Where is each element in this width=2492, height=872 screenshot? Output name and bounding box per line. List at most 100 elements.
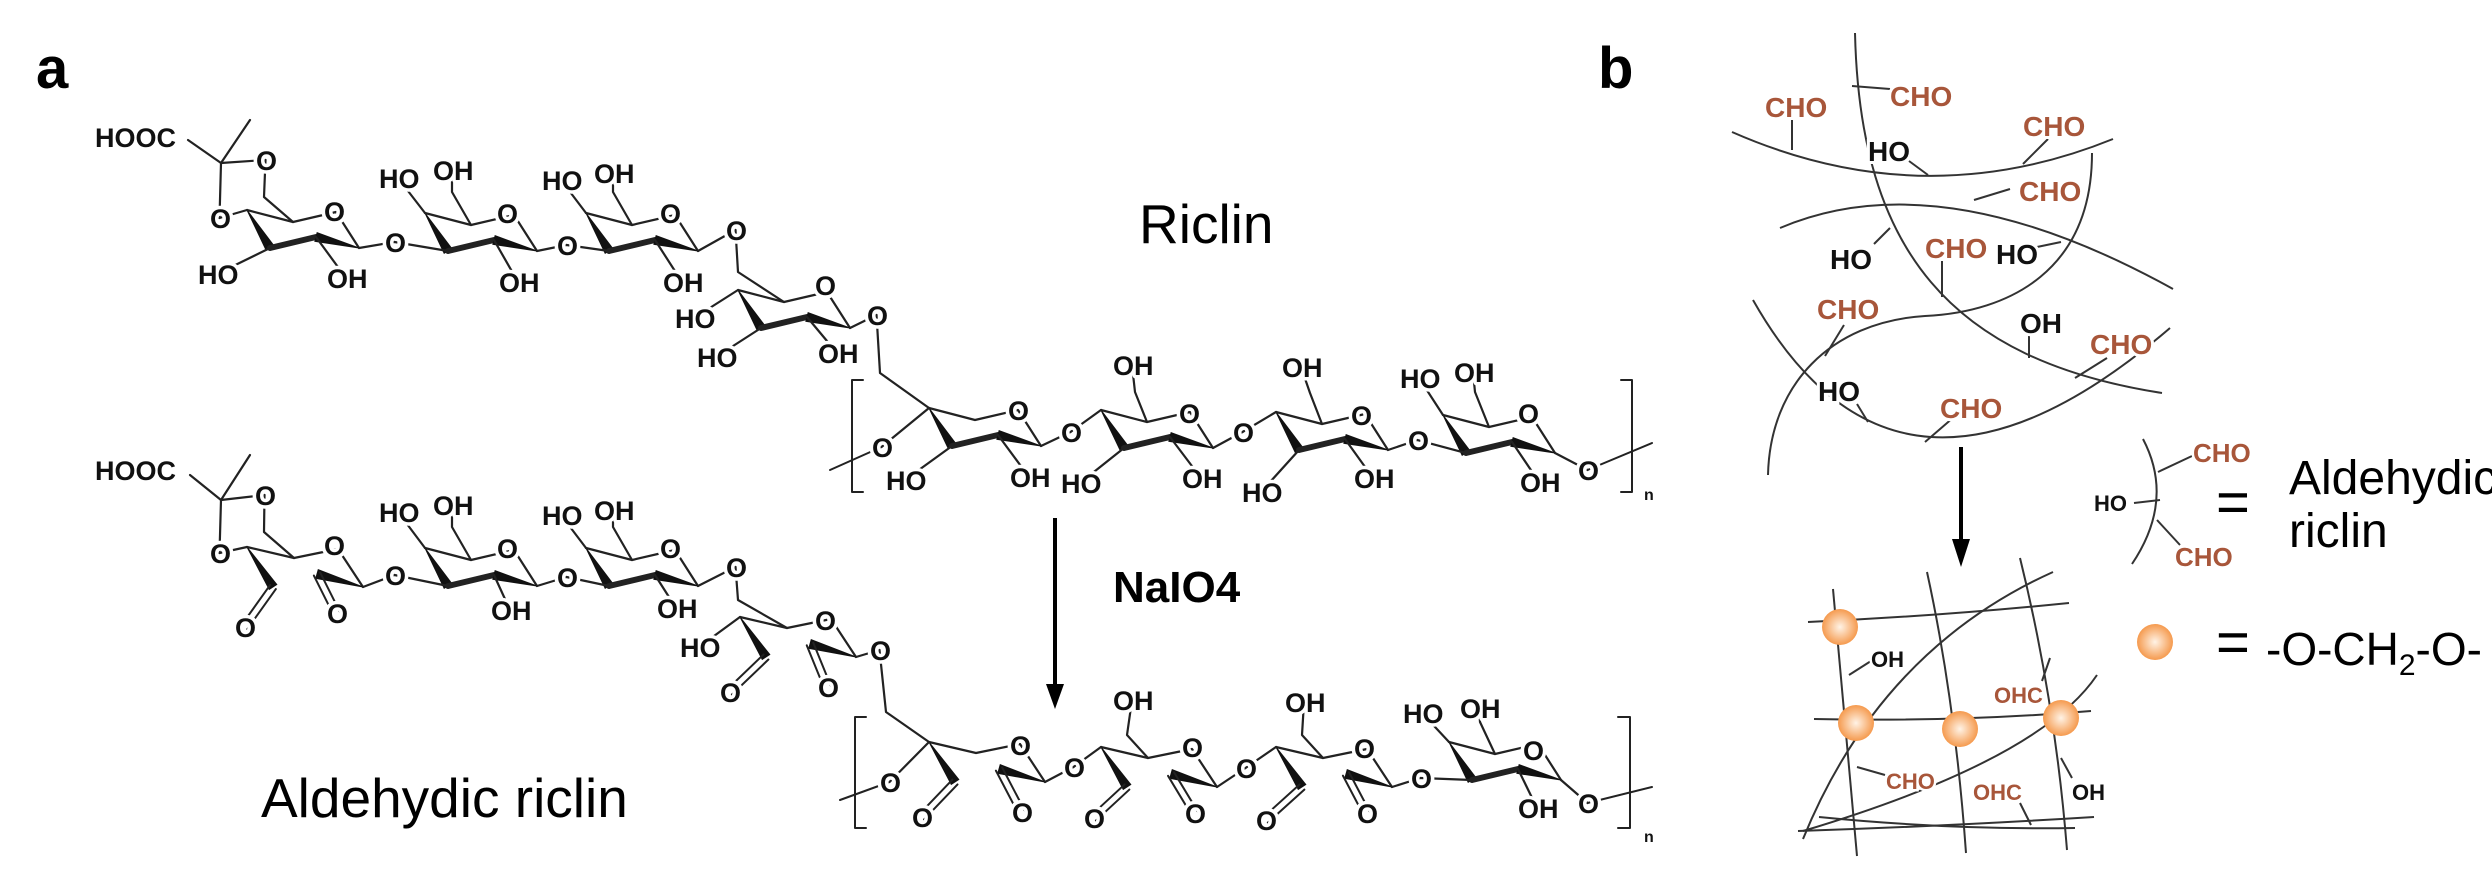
bond (535, 575, 568, 588)
bond (218, 161, 223, 220)
bond (875, 313, 931, 410)
atom-label: OH (1460, 694, 1501, 724)
legend-bond (2133, 499, 2161, 504)
atom-label: O (557, 231, 578, 261)
ring-bond (245, 208, 361, 250)
bond (1039, 430, 1072, 448)
side-group-bond (1856, 403, 1869, 423)
panel-b-letter: b (1598, 36, 1633, 101)
atom-label: OH (818, 339, 859, 369)
panel-a-letter: a (36, 36, 69, 101)
aldehyde-label: OHC (1973, 780, 2022, 805)
ring-bond (1099, 408, 1215, 450)
atom-label: O (235, 613, 256, 643)
bold-bond (445, 572, 497, 589)
bond (218, 208, 249, 220)
hydroxyl-label: OH (2072, 780, 2105, 805)
network-side-group-bonds (1791, 85, 2108, 443)
aldehyde-label: CHO (1886, 769, 1935, 794)
ring-bond (1099, 745, 1219, 789)
bond (186, 138, 223, 165)
repeat-bracket-right (1617, 716, 1631, 829)
legend-crosslink-node (2137, 624, 2173, 660)
bond (1072, 745, 1103, 769)
aldehyde-label: CHO (1925, 233, 1987, 264)
chain-continuation (1586, 442, 1653, 471)
bond (1343, 437, 1375, 480)
side-group-bond (1851, 85, 1891, 90)
atom-label: O (210, 539, 231, 569)
ring-bond (1274, 410, 1390, 452)
bond (1069, 408, 1103, 434)
bold-bond (758, 314, 810, 331)
side-group-bond (2019, 802, 2032, 826)
atom-label: O (1578, 789, 1599, 819)
wedge-bond (805, 311, 851, 329)
atom-label: HOOC (95, 123, 176, 153)
atom-label: O (1008, 396, 1029, 426)
hydroxyl-label: HO (1868, 136, 1910, 167)
bold-bond (606, 572, 658, 589)
hydroxyl-label: HO (1830, 244, 1872, 275)
atom-label: O (1061, 418, 1082, 448)
bond (903, 444, 954, 482)
crosslink-node (1942, 711, 1978, 747)
riclin-structure-bonds (186, 118, 1653, 494)
bond (1559, 778, 1589, 805)
wedge-bond (1516, 763, 1562, 781)
legend-riclin-label: riclin (2289, 505, 2388, 558)
aldehydic-repeat-subscript: n (1644, 829, 1654, 846)
bond (218, 498, 223, 555)
bond (219, 493, 266, 502)
atom-label: OH (594, 159, 635, 189)
arrow-head-icon (1046, 684, 1064, 709)
side-group-bond (2074, 357, 2108, 379)
bond (1419, 776, 1474, 782)
atom-label: OH (1454, 358, 1495, 388)
atom-label: OH (1285, 688, 1326, 718)
bond (1130, 363, 1149, 424)
atom-label: O (1523, 736, 1544, 766)
bond (262, 158, 295, 224)
bond (1043, 765, 1075, 784)
atom-label: O (1357, 799, 1378, 829)
side-group-bond (1924, 416, 1955, 443)
bond (878, 648, 931, 744)
bond (492, 238, 520, 284)
bond (1417, 376, 1445, 417)
repeat-bracket-right (1620, 379, 1633, 493)
bond (361, 573, 396, 589)
aldehyde-label: CHO (2019, 176, 2081, 207)
bond (1211, 430, 1244, 450)
reagent-label: NaIO4 (1113, 563, 1241, 612)
atom-label: O (1084, 804, 1105, 834)
aldehyde-label: OHC (1994, 683, 2043, 708)
atom-label: O (726, 553, 747, 583)
side-group-bond (2022, 138, 2049, 165)
bond (565, 575, 611, 588)
bond (1416, 438, 1468, 455)
bond (218, 545, 249, 555)
aldehyde-label: CHO (1890, 81, 1952, 112)
double-bond (805, 644, 826, 690)
bond (1241, 410, 1278, 434)
aldehyde-label: CHO (2090, 329, 2152, 360)
atom-label: O (1411, 764, 1432, 794)
double-bond (730, 658, 770, 696)
double-bond (812, 641, 832, 687)
bold-bond (1463, 439, 1515, 456)
legend-equals: = (2216, 470, 2250, 535)
bond (653, 573, 678, 610)
side-group-bond (1848, 660, 1872, 676)
double-bond (240, 583, 272, 626)
atom-label: OH (327, 264, 368, 294)
double-bond (1167, 774, 1193, 816)
wedge-bond (1169, 769, 1218, 788)
atom-label: HO (198, 260, 239, 290)
atom-label: OH (491, 596, 532, 626)
bond (714, 326, 763, 359)
atom-label: HO (886, 466, 927, 496)
